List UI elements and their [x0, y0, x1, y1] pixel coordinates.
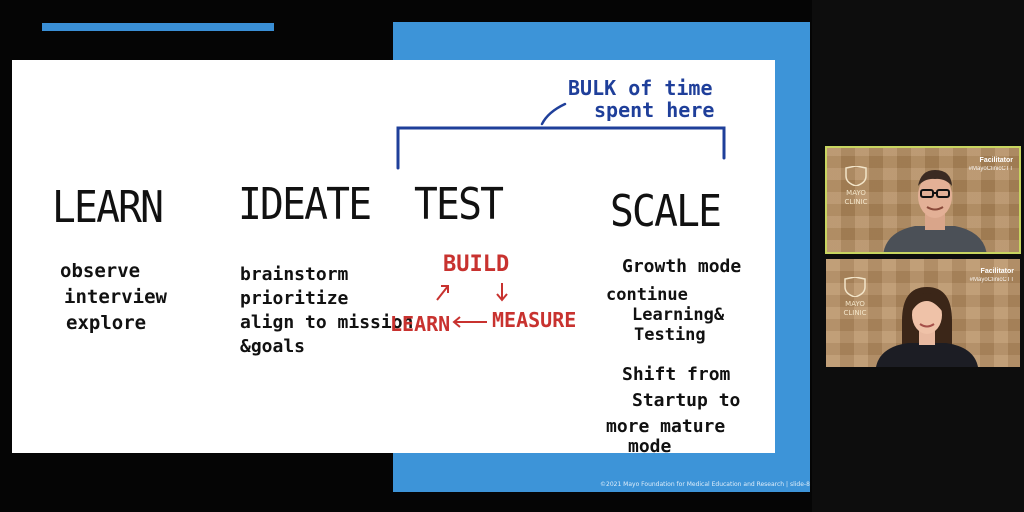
- learn-item: explore: [66, 312, 147, 334]
- cycle-measure-label: MEASURE: [492, 308, 577, 332]
- participant-hashtag: #MayoClinicCTT: [968, 166, 1013, 172]
- participant-video-man: [883, 170, 987, 252]
- cycle-build-label: BUILD: [443, 252, 510, 277]
- scale-item: Shift from: [622, 364, 731, 385]
- scale-item: Startup to: [632, 390, 741, 411]
- accent-bar: [42, 23, 274, 31]
- crest-label: MAYO CLINIC: [843, 300, 867, 317]
- slide-footer: ©2021 Mayo Foundation for Medical Educat…: [600, 481, 810, 488]
- participant-role: Facilitator: [980, 268, 1014, 275]
- shared-screen: BULK of time spent here LEARN observe in…: [12, 22, 810, 492]
- ideate-item: brainstorm: [240, 264, 349, 285]
- scale-item: more mature: [606, 416, 726, 437]
- participant-tag: Facilitator #MayoClinicCTT: [969, 156, 1013, 174]
- ideate-item: prioritize: [240, 288, 349, 309]
- scale-item: Growth mode: [622, 256, 742, 277]
- column-title-learn: LEARN: [52, 182, 164, 233]
- column-title-ideate: IDEATE: [238, 179, 372, 230]
- mayo-crest-icon: MAYO CLINIC: [842, 276, 868, 317]
- cycle-learn-label: LEARN: [390, 312, 451, 336]
- crest-label: MAYO CLINIC: [844, 189, 868, 206]
- ideate-item: align to mission: [240, 312, 414, 333]
- column-title-scale: SCALE: [610, 186, 722, 237]
- bracket-note-line-1: BULK of time: [568, 76, 713, 100]
- bracket-note-line-2: spent here: [594, 98, 715, 122]
- ideate-item: &goals: [240, 336, 306, 357]
- column-title-test: TEST: [414, 179, 504, 230]
- scale-item: continue: [606, 285, 688, 305]
- participant-hashtag: #MayoClinicCTT: [969, 277, 1014, 283]
- participant-video-woman: [876, 287, 978, 367]
- participant-role: Facilitator: [979, 157, 1013, 164]
- learn-item: interview: [64, 286, 167, 308]
- scale-item: Testing: [634, 325, 706, 345]
- video-tile-facilitator-1[interactable]: MAYO CLINIC Facilitator #MayoClinicCTT: [825, 146, 1021, 254]
- slide-canvas: [12, 60, 775, 453]
- learn-item: observe: [60, 260, 141, 282]
- video-tile-facilitator-2[interactable]: MAYO CLINIC Facilitator #MayoClinicCTT: [826, 259, 1020, 367]
- scale-item: mode: [628, 436, 672, 457]
- participant-tag: Facilitator #MayoClinicCTT: [970, 267, 1014, 285]
- scale-item: Learning&: [632, 305, 725, 325]
- mayo-crest-icon: MAYO CLINIC: [843, 165, 869, 206]
